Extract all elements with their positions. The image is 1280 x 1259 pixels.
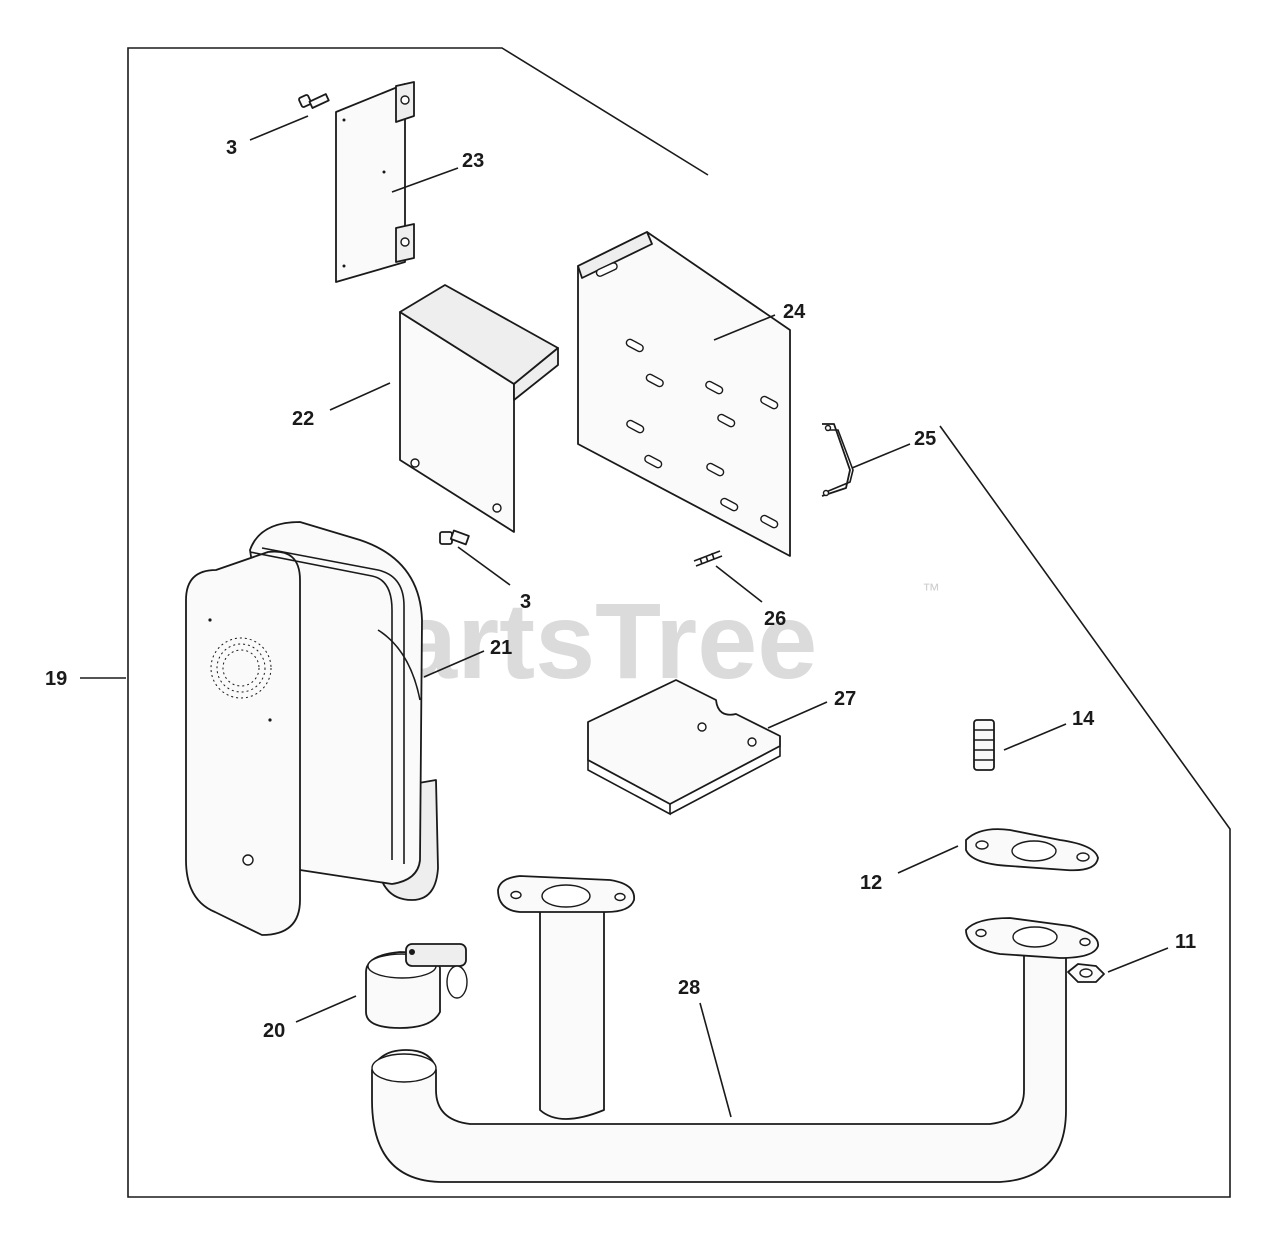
part-24-mounting-plate[interactable] — [577, 231, 791, 557]
callout-26: 26 — [764, 608, 786, 630]
callout-19: 19 — [45, 668, 67, 690]
callout-14: 14 — [1072, 708, 1095, 730]
callout-24: 24 — [783, 301, 806, 323]
part-26-bolt[interactable] — [693, 550, 723, 567]
part-22-heat-shield[interactable] — [399, 284, 559, 533]
part-11-nut[interactable] — [1067, 963, 1105, 983]
part-23-bracket[interactable] — [335, 81, 415, 283]
callout-27: 27 — [834, 688, 856, 710]
part-20-clamp[interactable] — [365, 943, 468, 1029]
part-28-exhaust-pipe[interactable] — [371, 875, 1099, 1183]
callout-25: 25 — [914, 428, 936, 450]
assembly-frame — [127, 47, 1231, 1198]
part-27-shield-plate[interactable] — [587, 679, 781, 816]
callout-22: 22 — [292, 408, 314, 430]
callout-20: 20 — [263, 1020, 285, 1042]
callout-21: 21 — [490, 637, 512, 659]
part-21-muffler[interactable] — [185, 521, 439, 936]
callout-11: 11 — [1175, 931, 1196, 953]
trademark-symbol: ™ — [922, 580, 940, 600]
callout-labels: 3 23 24 22 25 3 26 19 21 27 14 12 11 28 … — [45, 137, 1196, 1042]
part-12-gasket[interactable] — [965, 828, 1099, 872]
part-14-stud[interactable] — [973, 719, 995, 771]
callout-28: 28 — [678, 977, 700, 999]
part-25-strap[interactable] — [821, 423, 854, 497]
part-3-screw-bottom[interactable] — [439, 529, 470, 546]
muffler-outlet-perforations — [210, 637, 272, 699]
callout-12: 12 — [860, 872, 882, 894]
part-3-screw-top[interactable] — [298, 93, 330, 109]
callout-3-top: 3 — [226, 137, 237, 159]
callout-leaders — [80, 115, 1169, 1118]
callout-3-bottom: 3 — [520, 591, 531, 613]
callout-23: 23 — [462, 150, 484, 172]
